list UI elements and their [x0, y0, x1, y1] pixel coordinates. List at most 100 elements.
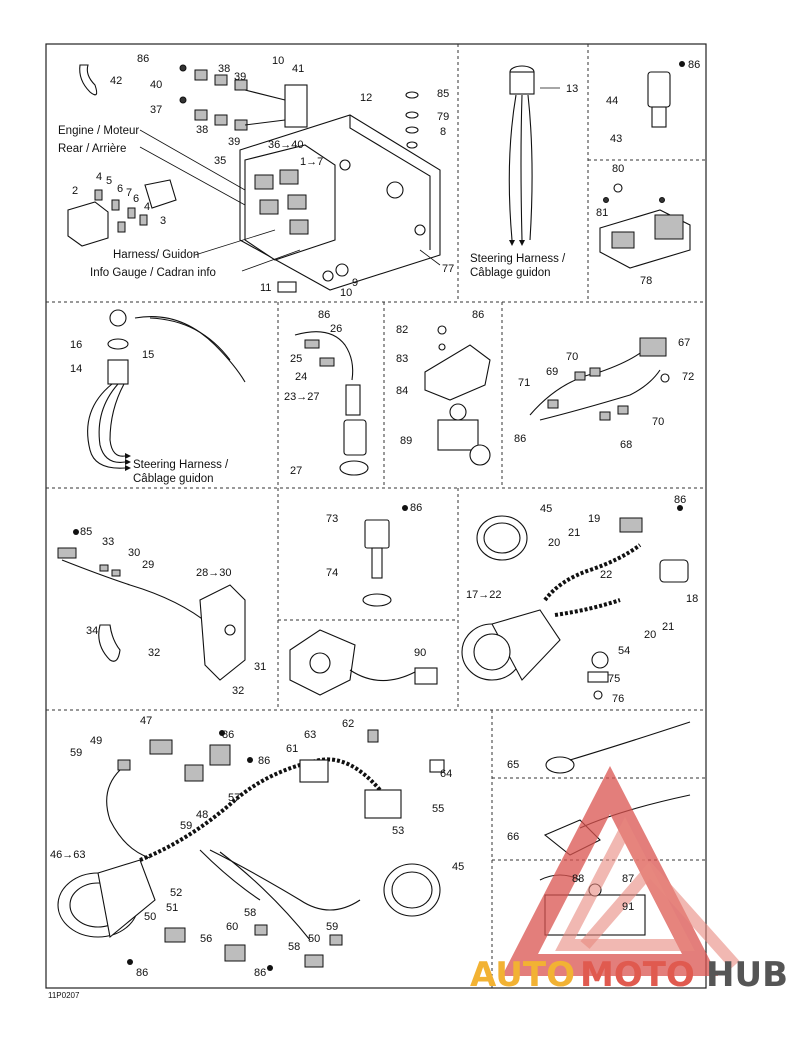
part-label: 86 — [318, 309, 330, 321]
part-labels: 86 40 38 39 10 41 37 38 39 36→40 1→7 35 … — [50, 53, 700, 979]
part-label: 70 — [566, 351, 578, 363]
section-sensor-73-74 — [362, 505, 408, 607]
section-bracket-78 — [599, 183, 691, 269]
caption-info-gauge: Info Gauge / Cadran info — [90, 267, 216, 279]
caption-steering-1-line2: Câblage guidon — [470, 267, 551, 279]
watermark-hub: HUB — [706, 955, 788, 995]
part-label: 62 — [342, 718, 354, 730]
part-label: 32 — [148, 647, 160, 659]
part-label: 23→27 — [284, 391, 319, 403]
part-label: 11 — [260, 282, 271, 294]
part-label: 40 — [150, 79, 162, 91]
part-label: 50 — [308, 933, 320, 945]
section-item-65 — [545, 721, 691, 774]
part-label: 18 — [686, 593, 698, 605]
part-label: 65 — [507, 759, 519, 771]
part-label: 2 — [72, 185, 78, 197]
part-label: 85 — [437, 88, 449, 100]
part-label: 60 — [226, 921, 238, 933]
section-bracket-84 — [424, 325, 491, 466]
section-steering-harness — [508, 65, 560, 246]
part-label: 16 — [70, 339, 82, 351]
part-label: 59 — [180, 820, 192, 832]
part-label: 14 — [70, 363, 82, 375]
part-label: 50 — [144, 911, 156, 923]
part-label: 54 — [618, 645, 630, 657]
part-label: 77 — [442, 263, 454, 275]
part-label: 56 — [200, 933, 212, 945]
caption-rear: Rear / Arrière — [58, 143, 126, 155]
part-label: 91 — [622, 901, 634, 913]
part-label: 52 — [170, 887, 182, 899]
section-sensor-44 — [647, 61, 685, 128]
part-label: 42 — [110, 75, 122, 87]
part-label: 48 — [196, 809, 208, 821]
part-label: 73 — [326, 513, 338, 525]
part-label: 35 — [214, 155, 226, 167]
part-label: 59 — [326, 921, 338, 933]
section-steering-harness-2 — [87, 309, 246, 471]
part-label: 68 — [620, 439, 632, 451]
part-label: 22 — [600, 569, 612, 581]
caption-harness-guidon: Harness/ Guidon — [113, 249, 199, 261]
part-label: 10 — [340, 287, 352, 299]
part-label: 1→7 — [300, 156, 323, 168]
part-label: 24 — [295, 371, 307, 383]
part-label: 15 — [142, 349, 154, 361]
part-label: 20 — [644, 629, 656, 641]
part-label: 4 — [144, 201, 150, 213]
part-label: 84 — [396, 385, 408, 397]
part-label: 51 — [166, 902, 178, 914]
part-label: 7 — [126, 187, 132, 199]
section-throttle-28-30 — [57, 529, 246, 681]
part-label: 8 — [440, 126, 446, 138]
part-label: 33 — [102, 536, 114, 548]
part-label: 86 — [222, 729, 234, 741]
part-label: 59 — [70, 747, 82, 759]
part-label: 76 — [612, 693, 624, 705]
caption-steering-2-line2: Câblage guidon — [133, 473, 214, 485]
part-label: 58 — [288, 941, 300, 953]
part-label: 86 — [410, 502, 422, 514]
caption-engine: Engine / Moteur — [58, 125, 139, 137]
part-label: 74 — [326, 567, 338, 579]
part-label: 36→40 — [268, 139, 303, 151]
watermark-auto: AUTO — [470, 955, 575, 995]
part-label: 32 — [232, 685, 244, 697]
part-label: 39 — [234, 71, 246, 83]
part-label: 86 — [136, 967, 148, 979]
part-label: 17→22 — [466, 589, 501, 601]
part-label: 28→30 — [196, 567, 231, 579]
part-label: 83 — [396, 353, 408, 365]
section-electrical-box — [67, 64, 441, 293]
part-label: 69 — [546, 366, 558, 378]
section-item-90 — [289, 629, 438, 696]
part-label: 53 — [392, 825, 404, 837]
part-label: 61 — [286, 743, 298, 755]
part-label: 10 — [272, 55, 284, 67]
part-label: 46→63 — [50, 849, 85, 861]
part-label: 47 — [140, 715, 152, 727]
section-sensor-23-27 — [294, 331, 369, 476]
part-label: 82 — [396, 324, 408, 336]
part-label: 9 — [352, 277, 358, 289]
part-label: 37 — [150, 104, 162, 116]
part-label: 72 — [682, 371, 694, 383]
part-label: 86 — [472, 309, 484, 321]
part-label: 58 — [244, 907, 256, 919]
part-label: 85 — [80, 526, 92, 538]
part-label: 4 — [96, 171, 102, 183]
part-label: 71 — [518, 377, 530, 389]
part-label: 57 — [228, 792, 240, 804]
part-label: 80 — [612, 163, 624, 175]
part-label: 86 — [674, 494, 686, 506]
part-label: 64 — [440, 768, 452, 780]
part-label: 87 — [622, 873, 634, 885]
part-label: 45 — [540, 503, 552, 515]
caption-steering-2-line1: Steering Harness / — [133, 459, 229, 471]
part-label: 31 — [254, 661, 266, 673]
part-label: 26 — [330, 323, 342, 335]
part-label: 55 — [432, 803, 444, 815]
part-label: 25 — [290, 353, 302, 365]
part-label: 88 — [572, 873, 584, 885]
